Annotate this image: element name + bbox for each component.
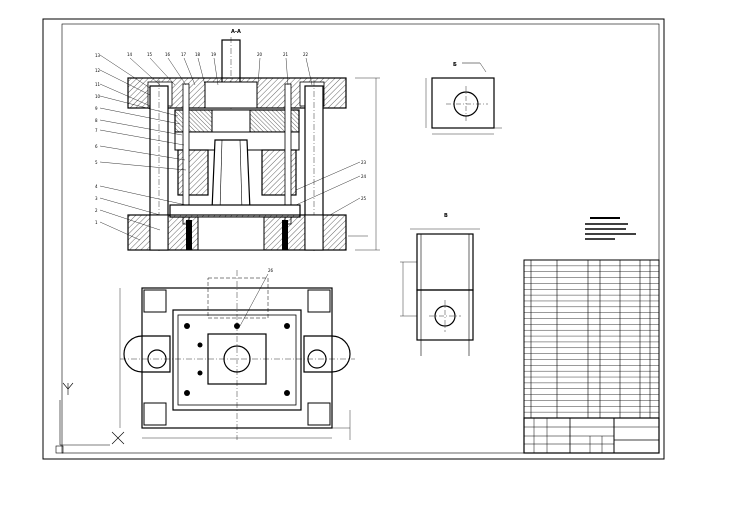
balloon: 21 [283, 52, 289, 57]
balloon: 23 [361, 160, 367, 165]
section-label: A-A [231, 29, 241, 35]
balloon: 4 [95, 184, 98, 189]
balloon: 10 [95, 94, 101, 99]
balloon: 3 [95, 196, 98, 201]
balloon: 22 [303, 52, 309, 57]
balloon: 16 [165, 52, 171, 57]
balloon: 13 [95, 53, 101, 58]
balloon: 5 [95, 160, 98, 165]
balloon: 25 [361, 196, 367, 201]
balloon: 17 [181, 52, 187, 57]
balloon: 14 [127, 52, 133, 57]
leaders-right [295, 161, 361, 216]
balloon: 12 [95, 68, 101, 73]
balloon: 19 [211, 52, 217, 57]
title-block [523, 417, 660, 454]
balloons-right: 23 24 25 [361, 160, 367, 201]
balloon: 7 [95, 128, 98, 133]
balloon: 2 [95, 208, 98, 213]
ucs-icon [55, 382, 125, 454]
balloon: 15 [147, 52, 153, 57]
balloon: 1 [95, 220, 98, 225]
technical-notes [585, 217, 636, 240]
balloon: 8 [95, 118, 98, 123]
balloon: 6 [95, 144, 98, 149]
balloon: 26 [268, 268, 274, 273]
outer-frame [42, 18, 665, 460]
detail-view-mid: В [400, 213, 480, 356]
section-view: A-A [127, 29, 380, 252]
plan-view: 26 [119, 268, 355, 440]
leaders-left [99, 54, 187, 241]
balloon: 11 [95, 82, 101, 87]
leaders-top [129, 57, 313, 86]
balloons-left: 13 12 11 10 9 8 7 6 5 4 3 2 1 [95, 53, 101, 225]
balloon: 24 [361, 174, 367, 179]
balloons-top: 14 15 16 17 18 19 20 21 22 [127, 52, 309, 57]
detail-label-mid: В [444, 213, 448, 219]
inner-frame [61, 23, 660, 454]
parts-list [523, 259, 660, 419]
balloon: 20 [257, 52, 263, 57]
balloon: 18 [195, 52, 201, 57]
detail-view-top: Б [425, 62, 502, 135]
balloon: 9 [95, 106, 98, 111]
detail-label-top: Б [453, 62, 457, 68]
